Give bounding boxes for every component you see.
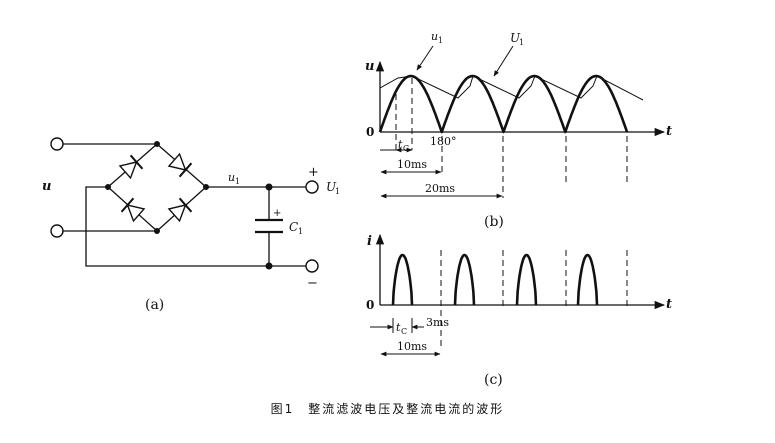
current-waveform-plot: i t 0 t C 3ms 10ms (c) [366, 233, 672, 388]
capacitor-label: C [289, 220, 298, 234]
diode-d2-icon [167, 152, 193, 178]
dim-20ms-b: 20ms [425, 182, 455, 195]
tc-label-c: t [396, 321, 401, 334]
dim-3ms-c: 3ms [426, 316, 449, 329]
output-voltage-label: U [326, 180, 337, 194]
svg-text:C: C [403, 144, 409, 153]
diode-d1-icon [118, 154, 144, 180]
output-terminal-bottom [305, 259, 319, 273]
curve-label-U1: U [510, 31, 521, 45]
diode-d4-icon [167, 197, 193, 223]
panel-label-b: (b) [484, 214, 504, 230]
current-origin-label: 0 [366, 298, 374, 312]
curve-label-u1: u [431, 30, 438, 43]
capacitor-plus-sign: + [273, 208, 281, 219]
figure-caption: 图1 整流滤波电压及整流电流的波形 [270, 402, 505, 416]
voltage-origin-label: 0 [366, 125, 374, 139]
svg-text:1: 1 [235, 177, 240, 186]
output-terminal-top [305, 180, 319, 194]
bridge-rectifier-circuit: u u 1 U 1 + − + C 1 (a) [42, 137, 340, 313]
current-x-axis-label: t [666, 297, 672, 312]
input-terminal-bottom [50, 224, 64, 238]
svg-text:1: 1 [335, 187, 340, 196]
input-terminal-top [50, 137, 64, 151]
svg-text:1: 1 [298, 227, 303, 236]
current-pulse-4 [576, 253, 599, 306]
current-pulse-3 [515, 253, 538, 306]
panel-label-c: (c) [484, 372, 503, 388]
current-pulse-2 [453, 253, 476, 306]
current-pulse-1 [391, 253, 414, 306]
angle-180-label: 180° [430, 135, 457, 148]
filtered-voltage-U1 [379, 75, 644, 101]
svg-text:1: 1 [438, 36, 443, 45]
voltage-waveform-plot: u t 0 u 1 U 1 180° t C 10ms 20ms (b) [365, 30, 672, 230]
output-wire-bottom [85, 186, 306, 267]
output-plus-sign: + [308, 165, 319, 180]
diode-d3-icon [120, 197, 146, 223]
current-y-axis-label: i [367, 234, 372, 249]
input-voltage-label: u [42, 179, 51, 194]
voltage-y-axis-label: u [365, 59, 374, 74]
output-minus-sign: − [307, 276, 318, 291]
tc-label-b: t [398, 138, 403, 151]
svg-text:1: 1 [519, 38, 524, 47]
bridge-diamond [107, 143, 207, 232]
current-pulses [391, 253, 599, 306]
rectified-voltage-label: u [228, 171, 235, 184]
rectified-sine-u1 [378, 74, 629, 134]
voltage-x-axis-label: t [666, 124, 672, 139]
panel-label-a: (a) [145, 297, 164, 313]
dim-10ms-c: 10ms [397, 340, 427, 353]
dim-10ms-b: 10ms [397, 158, 427, 171]
svg-text:C: C [401, 327, 407, 336]
